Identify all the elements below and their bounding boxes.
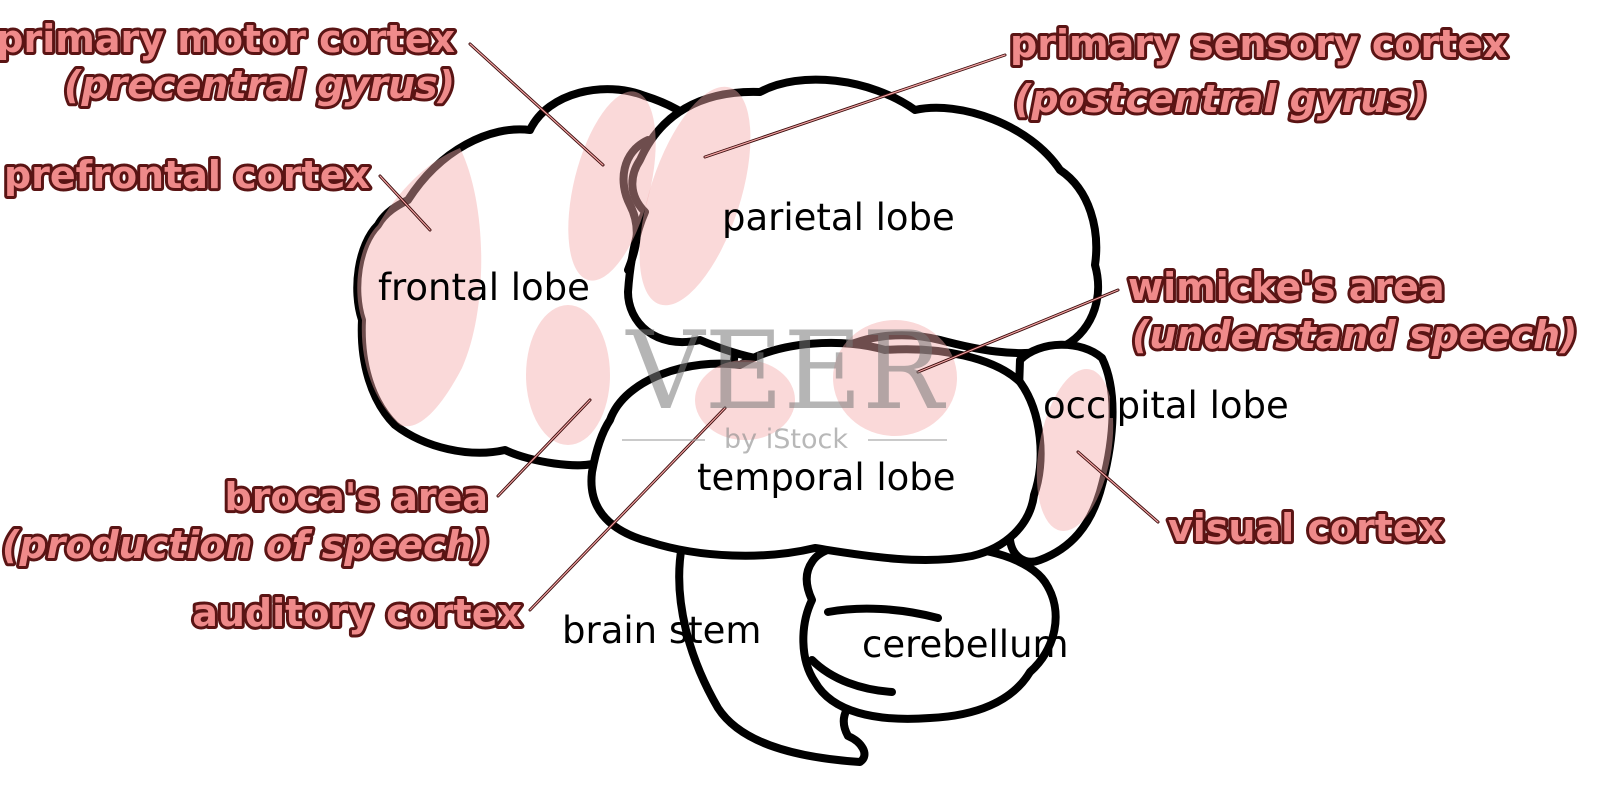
wernicke-region: [833, 320, 957, 436]
motor-cortex-region: [568, 91, 656, 281]
visual-cortex-label: visual cortex: [1168, 506, 1443, 550]
broca-label: broca's area: [225, 475, 489, 519]
parietal-lobe-label: parietal lobe: [722, 196, 955, 239]
leader-visual-hl: [1077, 451, 1159, 523]
area-labels: primary motor cortex (precentral gyrus) …: [0, 14, 1580, 638]
temporal-lobe-shape: [587, 338, 1045, 564]
leader-auditory-hl: [529, 407, 726, 611]
wernicke-sublabel: (understand speech): [1132, 313, 1577, 357]
brain-outline: [353, 75, 1117, 766]
watermark-main: VEER: [625, 309, 947, 434]
primary-sensory-sublabel: (postcentral gyrus): [1014, 77, 1427, 121]
central-sulcus: [619, 136, 652, 274]
primary-motor-sublabel: (precentral gyrus): [64, 63, 455, 107]
sensory-cortex-region: [639, 86, 751, 306]
highlight-areas: [357, 86, 1114, 531]
cerebellum-label: cerebellum: [862, 623, 1069, 666]
prefrontal-region: [357, 148, 482, 427]
leader-primary-sensory-hl: [704, 54, 1006, 158]
frontal-lobe-label: frontal lobe: [378, 266, 590, 309]
watermark-sub: by iStock: [724, 424, 848, 455]
leader-wernicke-hl: [917, 289, 1119, 373]
leader-broca-hl: [497, 399, 591, 497]
leader-lines: [378, 42, 1160, 612]
watermark: VEER by iStock: [622, 309, 947, 455]
cerebellum-fold-2: [808, 656, 896, 696]
leader-primary-motor-hl: [469, 43, 604, 166]
occipital-lobe-label: occipital lobe: [1043, 384, 1289, 427]
prefrontal-label: prefrontal cortex: [4, 153, 370, 197]
auditory-cortex-region: [695, 360, 795, 440]
primary-motor-label: primary motor cortex: [0, 17, 455, 61]
visual-cortex-region: [1036, 369, 1114, 531]
cerebellum-fold-1: [824, 604, 942, 622]
primary-sensory-label: primary sensory cortex: [1010, 22, 1508, 66]
auditory-cortex-label: auditory cortex: [192, 591, 522, 635]
wernicke-label: wimicke's area: [1128, 265, 1445, 309]
broca-sublabel: (production of speech): [2, 523, 490, 567]
temporal-lobe-label: temporal lobe: [697, 456, 956, 499]
broca-region: [526, 305, 610, 445]
leader-prefrontal-hl: [379, 175, 431, 231]
lobe-labels: frontal lobe parietal lobe occipital lob…: [378, 196, 1289, 666]
brain-stem-label: brain stem: [562, 609, 761, 652]
